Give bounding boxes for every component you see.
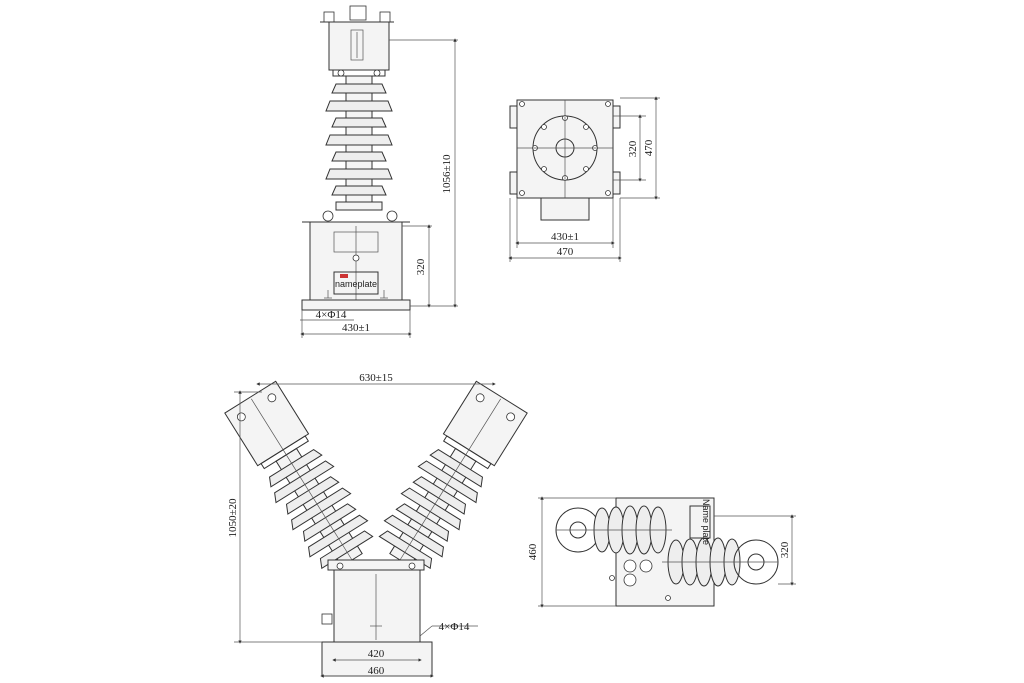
insulator-sheds xyxy=(325,75,393,203)
top-view-2: Name plate 460 320 xyxy=(527,496,796,608)
front-view-1: nameplate 1056±10 320 4×Φ14 430±1 xyxy=(300,5,458,338)
right-insulator-arm xyxy=(378,380,528,570)
left-insulator-arm xyxy=(224,380,374,570)
dim-height-2: 1050±20 xyxy=(227,498,239,538)
nameplate-label-1: nameplate xyxy=(335,279,377,289)
dim-base-width-1: 430±1 xyxy=(342,322,370,334)
top-terminals xyxy=(320,5,394,23)
tank-2 xyxy=(333,569,421,643)
dim-inner-v-top1: 320 xyxy=(627,140,639,157)
front-view-2: 630±15 1050±20 4×Φ14 420 460 xyxy=(224,372,528,678)
base-plate-1 xyxy=(301,299,411,311)
nameplate-label-2: Name plate xyxy=(701,499,711,545)
top-view-1: 320 470 430±1 470 xyxy=(508,96,660,262)
dim-depth-2: 460 xyxy=(527,543,539,560)
dim-outer-h-top1: 470 xyxy=(557,246,574,258)
dim-offset-2: 320 xyxy=(779,541,791,558)
dim-span-2: 630±15 xyxy=(359,372,393,384)
right-insulator-top xyxy=(662,537,779,587)
dim-outer-w-2: 460 xyxy=(368,665,385,677)
dim-inner-w-2: 420 xyxy=(368,648,385,660)
left-insulator-top xyxy=(555,505,672,555)
dim-outer-v-top1: 470 xyxy=(643,139,655,156)
head-cap xyxy=(328,21,390,71)
dim-height-1: 1056±10 xyxy=(441,154,453,194)
nameplate-1: nameplate xyxy=(333,271,379,295)
dim-holes-1: 4×Φ14 xyxy=(316,309,347,321)
dim-base-height-1: 320 xyxy=(415,258,427,275)
dim-inner-h-top1: 430±1 xyxy=(551,231,579,243)
nameplate-2: Name plate xyxy=(689,499,711,545)
dim-holes-2: 4×Φ14 xyxy=(439,621,470,633)
